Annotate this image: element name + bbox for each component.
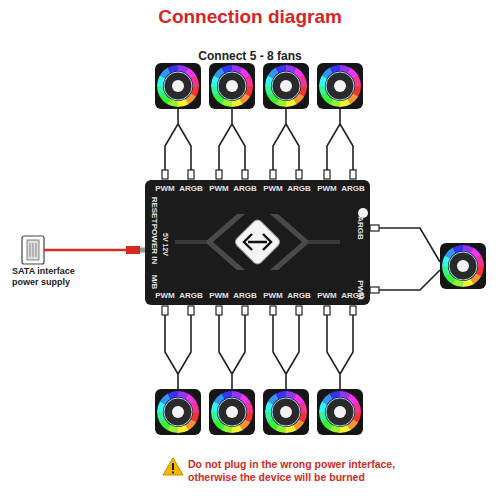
hub-decoration — [145, 180, 370, 305]
port-label: ARGB — [287, 292, 311, 300]
port-label: PWM — [263, 292, 283, 300]
rgb-fan — [317, 389, 363, 435]
port-label: PWM — [209, 292, 229, 300]
port-label: POWER IN — [150, 224, 158, 264]
rgb-fan — [155, 63, 201, 109]
rgb-fan — [155, 389, 201, 435]
port-label: ARGB — [341, 292, 365, 300]
warning-note: Do not plug in the wrong power interface… — [188, 458, 428, 483]
rgb-fan — [263, 63, 309, 109]
subtitle: Connect 5 - 8 fans — [0, 49, 500, 63]
port-label: ARGB — [179, 292, 203, 300]
port-label: ARGB — [341, 185, 365, 193]
power-label: SATA interface power supply — [12, 266, 90, 288]
port-label: ARGB — [233, 185, 257, 193]
fan-hub: PWM ARGB PWM ARGB PWM ARGB PWM ARGB RESETPOWER I… — [145, 180, 370, 305]
rgb-fan — [209, 389, 255, 435]
port-label: PWM — [317, 292, 337, 300]
port-label: ARGB — [356, 216, 364, 240]
rgb-fan — [263, 389, 309, 435]
port-label: PWM — [209, 185, 229, 193]
port-label: PWM — [317, 185, 337, 193]
rgb-fan — [317, 63, 363, 109]
rgb-fan — [209, 63, 255, 109]
port-label: ARGB — [179, 185, 203, 193]
port-label: PWM — [263, 185, 283, 193]
port-label: ARGB — [287, 185, 311, 193]
port-label: PWM — [155, 185, 175, 193]
diagram-title: Connection diagram — [0, 6, 500, 28]
port-label: RESET — [150, 197, 158, 224]
port-label: ARGB — [233, 292, 257, 300]
sata-connector — [22, 236, 145, 264]
port-label: PWM — [155, 292, 175, 300]
port-label: 5V 12V — [162, 233, 169, 256]
port-label: M/B — [150, 275, 158, 290]
warning-icon — [163, 458, 183, 475]
rgb-fan — [440, 243, 486, 289]
